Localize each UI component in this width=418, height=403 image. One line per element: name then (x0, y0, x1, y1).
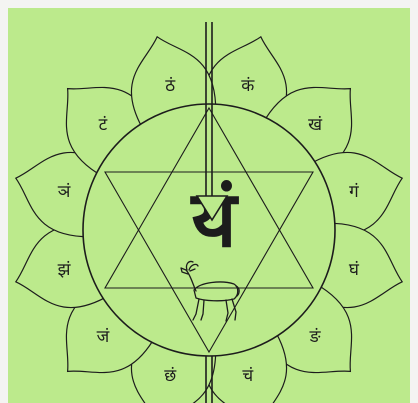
petal-letter: ञं (58, 182, 71, 202)
petal-letter: जं (97, 327, 110, 347)
bija-syllable: यं (189, 174, 239, 265)
petal-letter: गं (349, 182, 359, 202)
petal-letter: खं (308, 115, 323, 135)
petal-letter: ङं (309, 327, 322, 347)
petal-letter: कं (241, 76, 255, 96)
petal-letter: छं (164, 366, 177, 386)
petal-letter: झं (58, 260, 72, 280)
petal-letter: ठं (165, 76, 176, 96)
petal-letter: चं (242, 366, 254, 386)
petal-letter: घं (349, 260, 360, 280)
petal-letter: टं (99, 115, 108, 135)
